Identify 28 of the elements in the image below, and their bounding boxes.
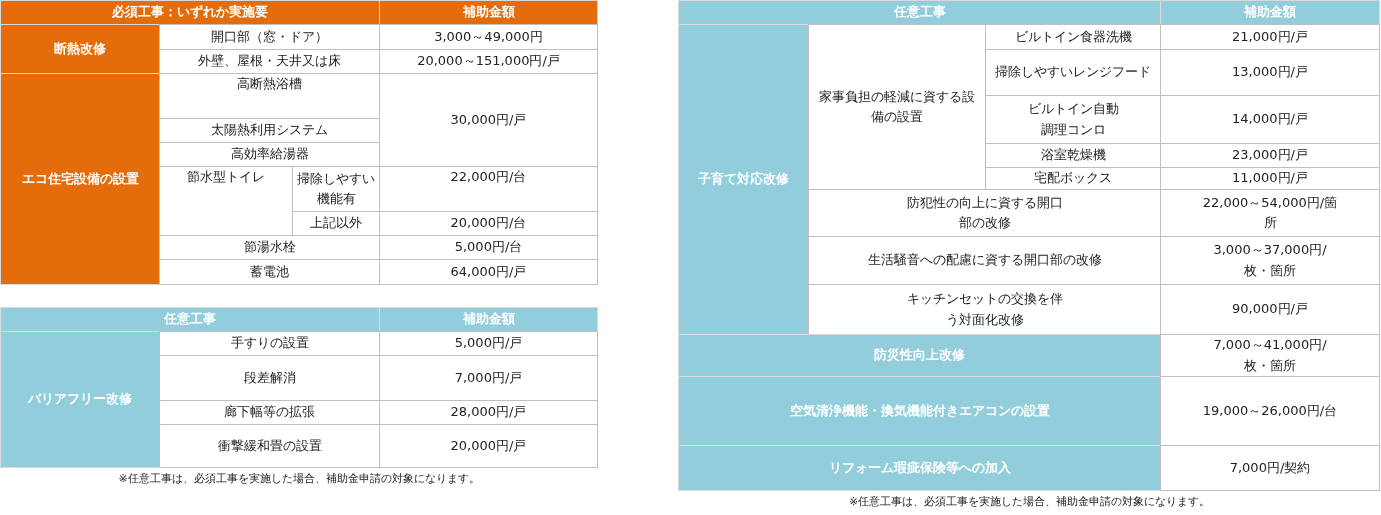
column-header: 任意工事 <box>0 307 380 332</box>
table-cell: 7,000～41,000円/枚・箇所 <box>1160 334 1380 377</box>
table-cell: 開口部（窓・ドア） <box>159 24 380 50</box>
row-header: 空気清浄機能・換気機能付きエアコンの設置 <box>678 376 1161 446</box>
table-cell: 衝撃緩和畳の設置 <box>159 424 380 468</box>
column-header: 補助金額 <box>379 0 598 25</box>
footnote: ※任意工事は、必須工事を実施した場合、補助金申請の対象になります。 <box>117 471 481 487</box>
row-header: 断熱改修 <box>0 24 160 74</box>
column-header: 任意工事 <box>678 0 1161 25</box>
column-header: 補助金額 <box>1160 0 1380 25</box>
footnote: ※任意工事は、必須工事を実施した場合、補助金申請の対象になります。 <box>847 494 1212 510</box>
table-cell: 3,000～49,000円 <box>379 24 598 50</box>
table-cell: 家事負担の軽減に資する設備の設置 <box>808 24 986 190</box>
column-header: 必須工事：いずれか実施要 <box>0 0 380 25</box>
table-cell: 5,000円/戸 <box>379 331 598 356</box>
table-cell: 64,000円/戸 <box>379 259 598 285</box>
column-header: 補助金額 <box>379 307 598 332</box>
table-cell: 20,000円/戸 <box>379 424 598 468</box>
table-cell: 7,000円/契約 <box>1160 445 1380 491</box>
table-cell: 手すりの設置 <box>159 331 380 356</box>
table-cell: 19,000～26,000円/台 <box>1160 376 1380 446</box>
row-header: バリアフリー改修 <box>0 331 160 468</box>
row-header: リフォーム瑕疵保険等への加入 <box>678 445 1161 491</box>
row-header: エコ住宅設備の設置 <box>0 73 160 285</box>
row-header: 防災性向上改修 <box>678 334 1161 377</box>
table-cell: 21,000円/戸 <box>1160 24 1380 50</box>
table-cell: 蓄電池 <box>159 259 380 285</box>
row-header: 子育て対応改修 <box>678 24 809 335</box>
